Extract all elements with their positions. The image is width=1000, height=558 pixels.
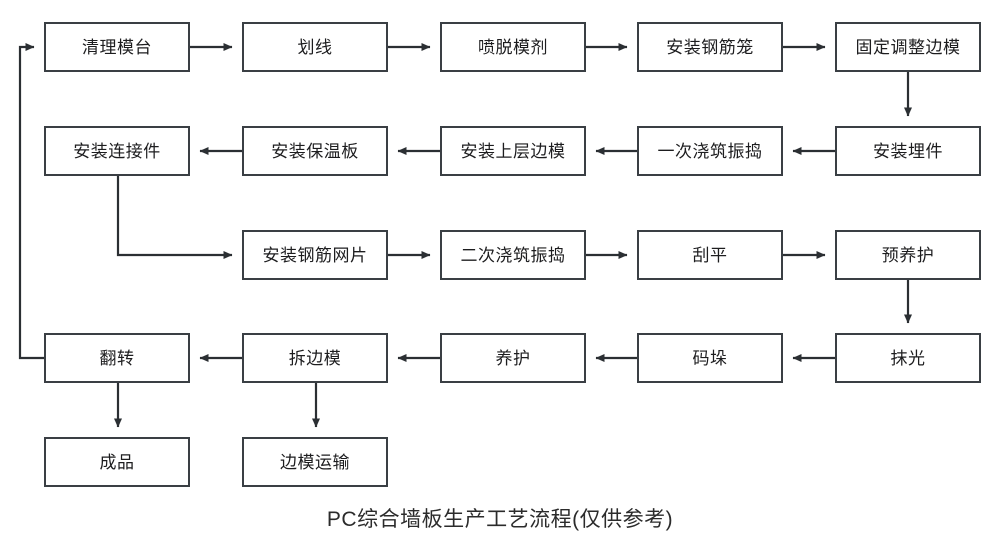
node-label: 预养护 [881, 245, 935, 265]
node-anzhuang-shangceng-bianmo[interactable]: 安装上层边模 [440, 126, 586, 176]
node-label: 拆边模 [288, 348, 342, 368]
node-chai-bianmo[interactable]: 拆边模 [242, 333, 388, 383]
edge-n10-n11 [116, 176, 233, 259]
node-anzhuang-baowenban[interactable]: 安装保温板 [242, 126, 388, 176]
node-label: 翻转 [99, 348, 135, 368]
node-label: 二次浇筑振捣 [460, 245, 566, 265]
node-guaping[interactable]: 刮平 [637, 230, 783, 280]
node-anzhuang-lianjiejian[interactable]: 安装连接件 [44, 126, 190, 176]
node-label: 养护 [495, 348, 531, 368]
node-label: 安装埋件 [873, 141, 943, 161]
node-fanzhuan[interactable]: 翻转 [44, 333, 190, 383]
node-anzhuang-gangjinlong[interactable]: 安装钢筋笼 [637, 22, 783, 72]
edge-n19-n1-feedback [18, 43, 44, 360]
node-label: 划线 [297, 37, 333, 57]
node-label: 安装钢筋网片 [262, 245, 368, 265]
node-guding-tiaozheng-bianmo[interactable]: 固定调整边模 [835, 22, 981, 72]
node-bianmo-yunshu[interactable]: 边模运输 [242, 437, 388, 487]
node-label: 边模运输 [280, 452, 350, 472]
node-yuyanghu[interactable]: 预养护 [835, 230, 981, 280]
node-label: 抹光 [890, 348, 926, 368]
node-label: 一次浇筑振捣 [657, 141, 763, 161]
node-label: 安装连接件 [73, 141, 161, 161]
node-yanghu[interactable]: 养护 [440, 333, 586, 383]
node-label: 固定调整边模 [855, 37, 961, 57]
diagram-title: PC综合墙板生产工艺流程(仅供参考) [326, 508, 674, 531]
node-label: 成品 [99, 452, 135, 472]
node-qingli-motai[interactable]: 清理模台 [44, 22, 190, 72]
node-label: 安装上层边模 [460, 141, 566, 161]
node-label: 码垛 [692, 348, 728, 368]
node-label: 安装钢筋笼 [666, 37, 754, 57]
node-anzhuang-maijian[interactable]: 安装埋件 [835, 126, 981, 176]
node-label: 安装保温板 [271, 141, 359, 161]
node-label: 清理模台 [82, 37, 152, 57]
node-label: 刮平 [692, 245, 728, 265]
node-chengpin[interactable]: 成品 [44, 437, 190, 487]
node-pen-tuomoji[interactable]: 喷脱模剂 [440, 22, 586, 72]
node-yici-jiaozhu-zhendao[interactable]: 一次浇筑振捣 [637, 126, 783, 176]
node-huaxian[interactable]: 划线 [242, 22, 388, 72]
node-maduo[interactable]: 码垛 [637, 333, 783, 383]
node-anzhuang-gangjin-wangpian[interactable]: 安装钢筋网片 [242, 230, 388, 280]
node-label: 喷脱模剂 [478, 37, 548, 57]
node-erci-jiaozhu-zhendao[interactable]: 二次浇筑振捣 [440, 230, 586, 280]
node-moguang[interactable]: 抹光 [835, 333, 981, 383]
